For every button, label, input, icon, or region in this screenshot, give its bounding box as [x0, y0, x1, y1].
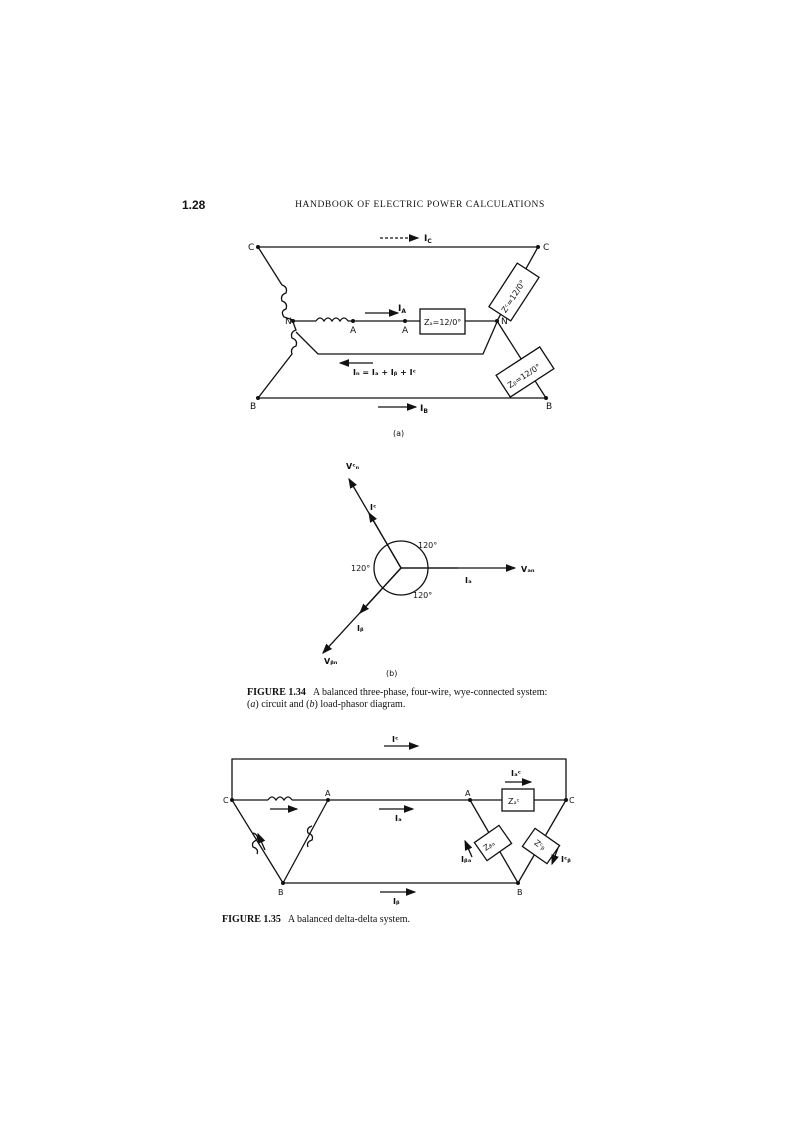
label-in-eq: Iₙ = Iₐ + Iᵦ + Iᶜ	[353, 368, 416, 377]
label-van: Vₐₙ	[521, 565, 535, 574]
label-angle3: 120°	[413, 591, 432, 600]
label-c-right-1-35: C	[569, 796, 575, 805]
source-coil-b	[257, 321, 298, 399]
label-part-a: (a)	[393, 429, 404, 438]
source-wire-c	[257, 246, 283, 286]
label-a1: A	[350, 326, 357, 336]
figure-1-34-a: a	[250, 699, 256, 710]
figure-1-34-label: FIGURE 1.34	[247, 687, 306, 698]
label-vbn: Vᵦₙ	[324, 657, 338, 666]
label-a-left-1-35: A	[325, 789, 331, 798]
label-a-right-1-35: A	[465, 789, 471, 798]
label-c-left: C	[248, 243, 254, 253]
source-coil-a	[315, 317, 349, 323]
coil-c-a	[267, 796, 293, 802]
label-ia: IA	[398, 304, 406, 315]
label-b-right-1-35: B	[517, 888, 523, 897]
label-ic-1-35: Iᶜ	[392, 735, 398, 744]
source-a-b	[282, 799, 329, 884]
page-number: 1.28	[182, 198, 206, 212]
label-iba: Iᵦₐ	[461, 855, 472, 864]
label-b-left-1-35: B	[278, 888, 284, 897]
label-ia-1-35: Iₐ	[395, 814, 402, 823]
label-ib-phasor: Iᵦ	[357, 624, 364, 633]
zb-box	[495, 346, 555, 398]
angle-circle	[373, 540, 429, 596]
label-c-right: C	[543, 243, 549, 253]
figure-1-34b-phasor	[322, 477, 517, 654]
arrow-source-c	[257, 832, 266, 851]
figure-1-34a-dots	[256, 245, 548, 400]
label-vcn: Vᶜₙ	[346, 462, 360, 471]
figure-1-35-caption: FIGURE 1.35 A balanced delta-delta syste…	[222, 914, 542, 926]
label-b-right: B	[546, 402, 552, 412]
figure-1-35-text: A balanced delta-delta system.	[287, 914, 411, 925]
wire-c-top	[231, 758, 567, 800]
figure-1-34a-circuit	[257, 234, 555, 411]
zba-box	[473, 824, 513, 862]
figure-1-34-text3: load-phasor diagram.	[320, 699, 406, 710]
label-c-left-1-35: C	[223, 796, 229, 805]
label-iac: Iₐᶜ	[511, 769, 521, 778]
label-ib: IB	[420, 404, 428, 415]
figure-1-34-caption: FIGURE 1.34 A balanced three-phase, four…	[247, 687, 548, 710]
figure-1-34-b: b	[309, 699, 315, 710]
label-ic: IC	[424, 234, 432, 245]
zc-box	[488, 262, 540, 322]
figure-1-34-text2: circuit and	[261, 699, 304, 710]
label-angle2: 120°	[351, 564, 370, 573]
label-ic-phasor: Iᶜ	[370, 503, 376, 512]
label-zac: Zₐᶜ	[508, 797, 520, 806]
label-n-right: N	[501, 317, 508, 327]
figure-1-35-label: FIGURE 1.35	[222, 914, 281, 925]
label-za: Zₐ=12/0°	[424, 318, 461, 327]
phasor-ic	[368, 511, 402, 569]
figure-1-35-dots	[230, 798, 568, 885]
label-n-left: N	[285, 317, 292, 327]
label-ia-phasor: Iₐ	[465, 576, 472, 585]
figure-1-35-labels: Iᶜ Iₐᶜ Iₐ Iᵦ Iᵦₐ Iᶜᵦ Zₐᶜ Zᵦₐ Zᶜᵦ C A B A…	[223, 735, 575, 906]
label-ib-1-35: Iᵦ	[393, 897, 400, 906]
label-angle1: 120°	[418, 541, 437, 550]
arrow-iba	[464, 839, 473, 858]
running-head: HANDBOOK OF ELECTRIC POWER CALCULATIONS	[295, 200, 545, 210]
label-icb: Iᶜᵦ	[561, 855, 571, 864]
source-coil-c	[280, 284, 294, 321]
label-part-b: (b)	[386, 669, 397, 678]
arrow-icb	[551, 847, 559, 866]
figure-1-35-circuit	[231, 742, 567, 896]
label-a2: A	[402, 326, 409, 336]
label-b-left: B	[250, 402, 256, 412]
neutral-wire	[295, 321, 498, 355]
figure-1-34-text1: A balanced three-phase, four-wire, wye-c…	[312, 687, 548, 698]
source-c-b	[231, 799, 284, 884]
figure-1-34b-labels: Vᶜₙ Vₐₙ Vᵦₙ Iᶜ Iₐ Iᵦ 120° 120° 120° (b)	[324, 462, 535, 678]
phasor-ib	[359, 567, 402, 614]
coil-a-b	[306, 825, 314, 848]
coil-c-b	[251, 832, 259, 855]
